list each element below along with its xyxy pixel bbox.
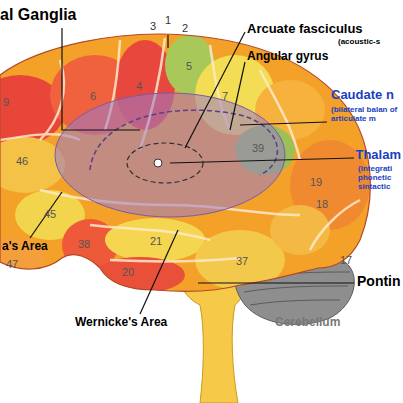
callout-number: 37 (236, 255, 248, 267)
region-label: Thalam (355, 148, 401, 162)
callout-number: 18 (316, 198, 328, 210)
callout-number: 19 (310, 176, 322, 188)
callout-number: 9 (3, 96, 9, 108)
caudate-nucleus (90, 110, 277, 175)
region-label: Arcuate fasciculus (247, 22, 363, 36)
callout-number: 45 (44, 208, 56, 220)
region-label: a's Area (2, 240, 48, 253)
callout-number: 5 (186, 60, 192, 72)
callout-number: 7 (222, 90, 228, 102)
region-label: Cerebellum (275, 316, 340, 329)
callout-number: 38 (78, 238, 90, 250)
callout-number: 21 (150, 235, 162, 247)
callout-number: 17 (340, 254, 352, 266)
callout-number: 39 (252, 142, 264, 154)
thalamus-dot (154, 159, 162, 167)
callout-number: 20 (122, 266, 134, 278)
callout-number: 6 (90, 90, 96, 102)
region-note: (bilateral balan of articulate m (331, 106, 403, 124)
region-label: Pontin (357, 274, 401, 289)
region-label: al Ganglia (0, 6, 76, 24)
callout-number: 1 (165, 14, 171, 26)
callout-number: 47 (6, 258, 18, 270)
region-label: Wernicke's Area (75, 316, 167, 329)
cortex-outline (0, 34, 370, 291)
leader-lines (30, 28, 354, 314)
sulci (0, 38, 360, 261)
callout-number: 2 (182, 22, 188, 34)
region-label: Angular gyrus (247, 50, 328, 63)
callout-number: 3 (150, 20, 156, 32)
callout-number: 4 (136, 80, 142, 92)
callout-number: 46 (16, 155, 28, 167)
basal-ganglia (55, 93, 285, 217)
region-note: (integrati phonetic sintactic (358, 165, 402, 191)
region-note: (acoustic-s (338, 38, 380, 47)
region-label: Caudate n (331, 88, 394, 102)
